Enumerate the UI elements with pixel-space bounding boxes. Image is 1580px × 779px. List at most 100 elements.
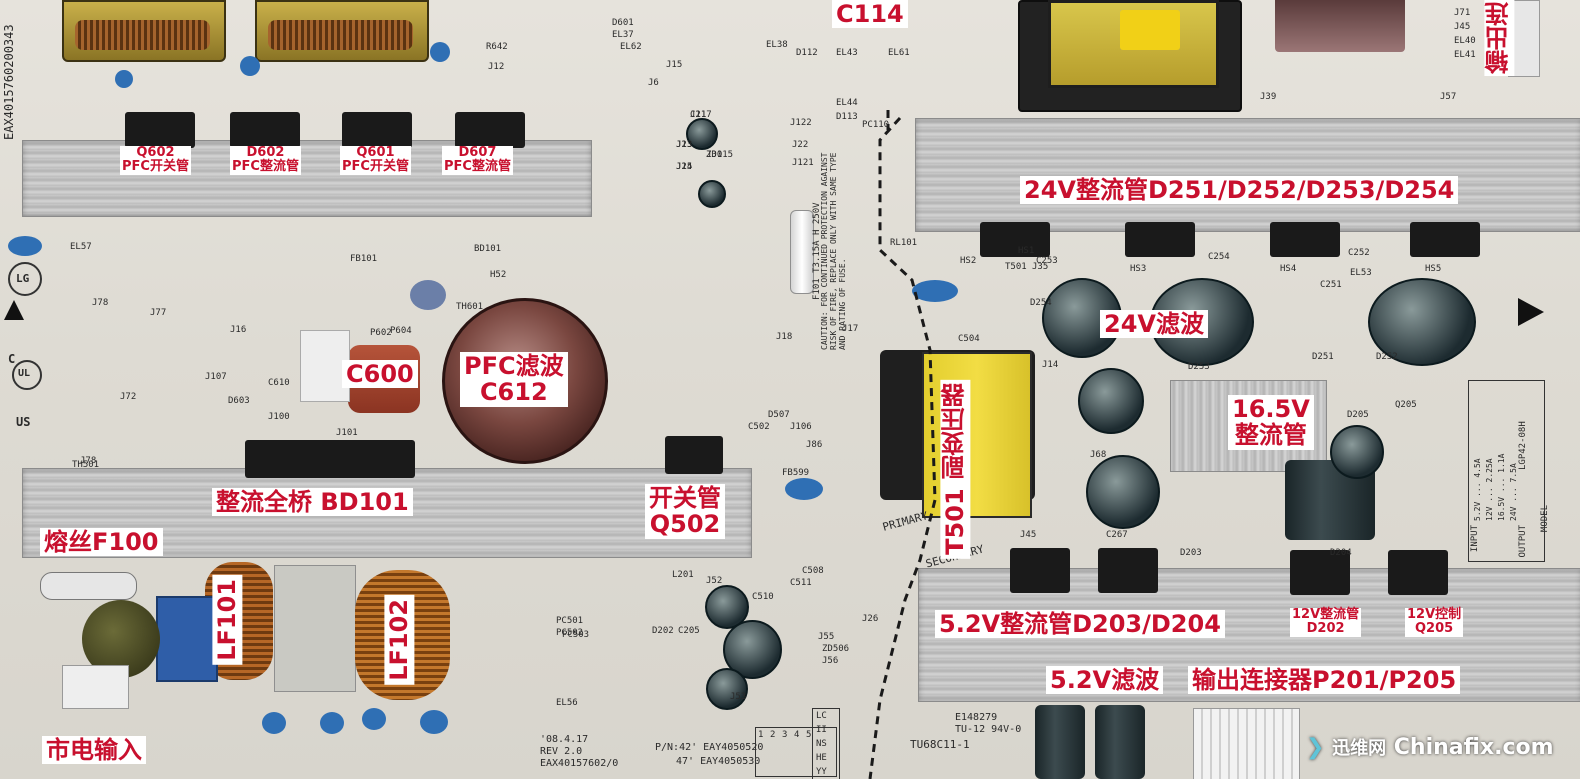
grid-col-1: 1 xyxy=(758,730,764,740)
ref-designator: P604 xyxy=(390,326,412,336)
c5v-capacitor-1 xyxy=(1035,705,1085,779)
ceramic-cap-6 xyxy=(362,708,386,730)
grid-row-5: YY xyxy=(816,767,827,777)
watermark: ❯ 迅维网 Chinafix.com xyxy=(1306,734,1576,774)
ref-designator: HS5 xyxy=(1425,264,1442,274)
ceramic-cap-3 xyxy=(785,478,823,500)
ref-designator: J121 xyxy=(792,158,814,168)
fuse-holder xyxy=(40,572,137,600)
mains-connector xyxy=(62,665,129,709)
grid-row-3: NS xyxy=(816,739,827,749)
ref-designator: EL37 xyxy=(612,30,634,40)
d252-diode xyxy=(1410,222,1480,257)
label-d602-ref: D602 xyxy=(246,145,285,160)
ref-designator: J56 xyxy=(822,656,839,666)
silk-rev: REV 2.0 xyxy=(540,746,583,757)
transformer-tape xyxy=(1120,10,1180,50)
label-pfc-filter: PFC滤波 C612 xyxy=(460,352,568,407)
ref-designator: C510 xyxy=(752,592,774,602)
label-165v-role: 整流管 xyxy=(1234,421,1307,450)
label-switch-q502: 开关管 Q502 xyxy=(645,484,725,539)
ref-designator: D254 xyxy=(1030,298,1052,308)
d602-diode xyxy=(230,112,300,148)
label-pfc-filter-role: PFC滤波 xyxy=(464,352,564,380)
fuse-f101 xyxy=(790,210,814,294)
ref-designator: J78 xyxy=(92,298,109,308)
ref-designator: PC501 xyxy=(556,616,584,626)
q602-transistor xyxy=(125,112,195,148)
ref-designator: D251 xyxy=(1312,352,1334,362)
arrow-up-icon xyxy=(4,300,24,320)
ref-designator: C267 xyxy=(1106,530,1128,540)
ref-designator: J72 xyxy=(120,392,137,402)
ref-designator: EL62 xyxy=(620,42,642,52)
label-output-connector: 输出连接器P201/P205 xyxy=(1188,666,1461,695)
label-d607-role: PFC整流管 xyxy=(444,159,511,175)
ceramic-cap-10 xyxy=(430,42,450,62)
label-fuse-f100: 熔丝F100 xyxy=(40,528,163,557)
label-c114: C114 xyxy=(832,0,908,29)
ceramic-cap-4 xyxy=(262,712,286,734)
ref-designator: J68 xyxy=(1090,450,1107,460)
ref-designator: J106 xyxy=(790,422,812,432)
grid-col-2: 2 xyxy=(770,730,776,740)
marking-rows: LC II NS HE YY xyxy=(812,708,840,779)
label-aux-transformer: T501 副变压器 xyxy=(940,380,971,559)
ref-designator: J45 xyxy=(1454,22,1471,32)
ref-designator: C254 xyxy=(1208,252,1230,262)
ref-designator: D203 xyxy=(1180,548,1202,558)
c511-capacitor xyxy=(706,668,748,710)
ref-designator: J122 xyxy=(790,118,812,128)
output-filter-block xyxy=(1275,0,1405,52)
lg-logo: LG xyxy=(8,262,42,296)
ref-designator: D603 xyxy=(228,396,250,406)
ref-designator: C117 xyxy=(690,110,712,120)
ref-designator: H52 xyxy=(490,270,507,280)
label-pfc-filter-ref: C612 xyxy=(479,378,548,407)
silk-e-number: E148279 xyxy=(955,712,998,723)
label-switch-q502-role: 开关管 xyxy=(649,484,721,512)
ceramic-cap-11 xyxy=(115,70,133,88)
ref-designator: J23 xyxy=(676,140,693,150)
c5v-capacitor-2 xyxy=(1095,705,1145,779)
ref-designator: ZD506 xyxy=(822,644,850,654)
c205b-capacitor xyxy=(1330,425,1384,479)
silk-pn1: P/N:42' EAY4050520 xyxy=(655,742,764,753)
label-12v-rectifier-ref: D202 xyxy=(1306,621,1345,637)
silk-rev-date: '08.4.17 xyxy=(540,734,589,745)
c114-small-capacitor xyxy=(698,180,726,208)
ref-designator: EL56 xyxy=(556,698,578,708)
label-lf101: LF101 xyxy=(212,575,243,665)
label-lf102: LF102 xyxy=(384,595,415,685)
ref-designator: HS2 xyxy=(960,256,977,266)
x-capacitor xyxy=(274,565,356,692)
ref-designator: J71 xyxy=(1454,8,1471,18)
ref-designator: T501 xyxy=(1005,262,1027,272)
ref-designator: J25 xyxy=(676,162,693,172)
ref-designator: D205 xyxy=(1347,410,1369,420)
ref-designator: J107 xyxy=(205,372,227,382)
ref-designator: J35 xyxy=(1032,262,1049,272)
label-switch-q502-ref: Q502 xyxy=(649,510,721,539)
ceramic-cap-7 xyxy=(420,710,448,734)
ref-designator: PC502 xyxy=(556,628,584,638)
ref-designator: D113 xyxy=(836,112,858,122)
ref-designator: HS3 xyxy=(1130,264,1147,274)
silk-caution: CAUTION: FOR CONTINUED PROTECTION AGAINS… xyxy=(820,152,847,350)
spec-row-3: 16.5V ... 1.1A xyxy=(1497,453,1506,521)
ceramic-cap-8 xyxy=(410,280,446,310)
ref-designator: J6 xyxy=(648,78,659,88)
ref-designator: J15 xyxy=(666,60,683,70)
ref-designator: HS4 xyxy=(1280,264,1297,274)
ref-designator: PC110 xyxy=(862,120,890,130)
ref-designator: EL44 xyxy=(836,98,858,108)
label-q601: Q601 PFC开关管 xyxy=(340,145,411,175)
label-q601-role: PFC开关管 xyxy=(342,159,409,175)
ul-logo: UL xyxy=(12,360,42,390)
label-12v-rectifier-role: 12V整流管 xyxy=(1292,607,1360,622)
label-aux-transformer-ref: T501 xyxy=(941,488,969,555)
ref-designator: D507 xyxy=(768,410,790,420)
silk-eax: EAX40157602/0 xyxy=(540,758,619,769)
grid-row-1: LC xyxy=(816,711,827,721)
